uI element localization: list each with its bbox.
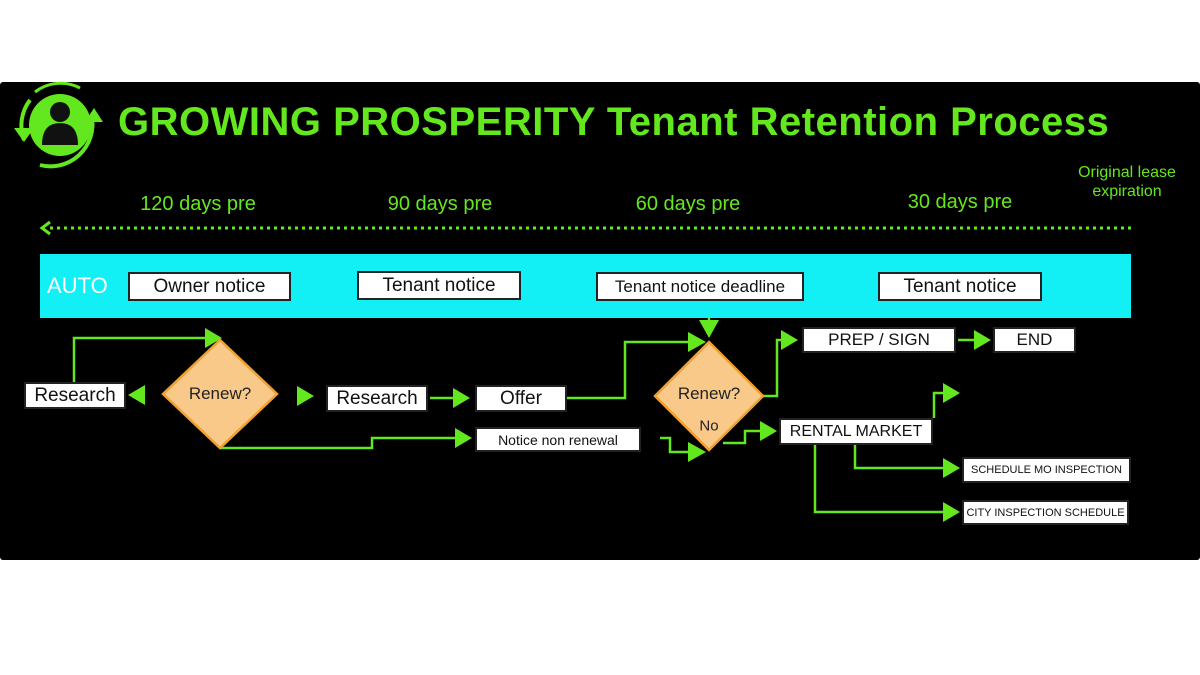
timeline-label-90: 90 days pre	[387, 193, 493, 215]
notice-non-renewal-box: Notice non renewal	[475, 427, 641, 452]
owner-notice-box: Owner notice	[128, 272, 291, 301]
timeline-end-label: Original lease expiration	[1078, 164, 1176, 200]
timeline-label-120: 120 days pre	[140, 193, 256, 215]
tenant-notice-deadline-box: Tenant notice deadline	[596, 272, 804, 301]
auto-label: AUTO	[47, 273, 108, 298]
timeline-label-30: 30 days pre	[907, 191, 1013, 213]
schedule-mo-inspection-box: SCHEDULE MO INSPECTION	[962, 457, 1131, 483]
research-box-2: Research	[326, 385, 428, 412]
page-title: GROWING PROSPERITY Tenant Retention Proc…	[118, 100, 1110, 144]
decision-2-label: Renew?	[677, 384, 741, 403]
timeline-label-60: 60 days pre	[635, 193, 741, 215]
timeline-arrow-icon	[39, 220, 51, 236]
tenant-notice-box-1: Tenant notice	[357, 271, 521, 300]
decision-diamond-2	[653, 340, 765, 452]
logo-icon	[14, 81, 103, 169]
tenant-notice-box-2: Tenant notice	[878, 272, 1042, 301]
decision-diamond-1	[161, 338, 279, 450]
end-box: END	[993, 327, 1076, 353]
research-box-1: Research	[24, 382, 126, 409]
decision-2-no-label: No	[699, 417, 719, 435]
prep-sign-box: PREP / SIGN	[802, 327, 956, 353]
offer-box: Offer	[475, 385, 567, 412]
decision-1-label: Renew?	[188, 384, 252, 403]
city-inspection-schedule-box: CITY INSPECTION SCHEDULE	[962, 500, 1129, 525]
rental-market-box: RENTAL MARKET	[779, 418, 933, 445]
